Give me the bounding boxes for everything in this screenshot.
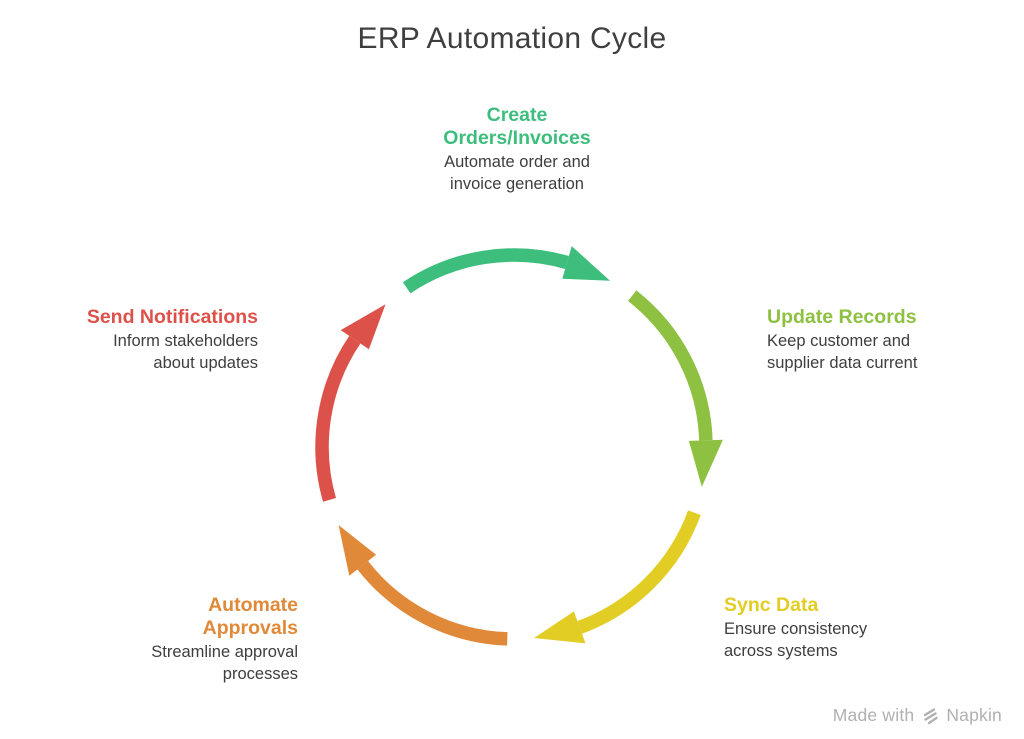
made-with-napkin-watermark: Made with Napkin xyxy=(833,705,1002,726)
arrowhead-icon xyxy=(338,525,377,576)
cycle-arrow-automate-approvals xyxy=(338,525,508,646)
cycle-arrow-sync-data xyxy=(534,510,701,644)
cycle-arrow-send-notifications xyxy=(315,304,386,502)
segment-desc-create-orders-invoices: Automate order and invoice generation xyxy=(444,153,590,193)
segment-label-create-orders-invoices: Create Orders/Invoices xyxy=(443,104,591,149)
arrowhead-icon xyxy=(534,611,586,644)
segment-send-notifications: Send Notifications Inform stakeholders a… xyxy=(8,306,258,374)
segment-desc-sync-data: Ensure consistency across systems xyxy=(724,620,868,660)
cycle-arrow-update-records xyxy=(628,290,723,487)
arrowhead-icon xyxy=(562,246,610,281)
segment-automate-approvals: Automate Approvals Streamline approval p… xyxy=(48,594,298,685)
page-title: ERP Automation Cycle xyxy=(357,22,667,55)
segment-desc-automate-approvals: Streamline approval processes xyxy=(151,643,298,683)
segment-update-records: Update Records Keep customer and supplie… xyxy=(767,306,1007,374)
segment-desc-send-notifications: Inform stakeholders about updates xyxy=(113,332,258,372)
segment-sync-data: Sync Data Ensure consistency across syst… xyxy=(724,594,964,662)
arrowhead-icon xyxy=(340,304,386,350)
segment-label-send-notifications: Send Notifications xyxy=(86,306,258,328)
segment-label-automate-approvals: Automate Approvals xyxy=(202,594,298,639)
watermark-brand: Napkin xyxy=(946,705,1002,725)
cycle-arrow-create-orders-invoices xyxy=(402,246,610,294)
segment-desc-update-records: Keep customer and supplier data current xyxy=(767,332,918,372)
segment-create-orders-invoices: Create Orders/Invoices Automate order an… xyxy=(337,104,697,195)
watermark-prefix: Made with xyxy=(832,705,915,725)
napkin-logo-icon xyxy=(924,707,939,724)
segment-label-sync-data: Sync Data xyxy=(724,594,819,616)
segment-label-update-records: Update Records xyxy=(767,306,917,328)
arrowhead-icon xyxy=(688,439,723,487)
